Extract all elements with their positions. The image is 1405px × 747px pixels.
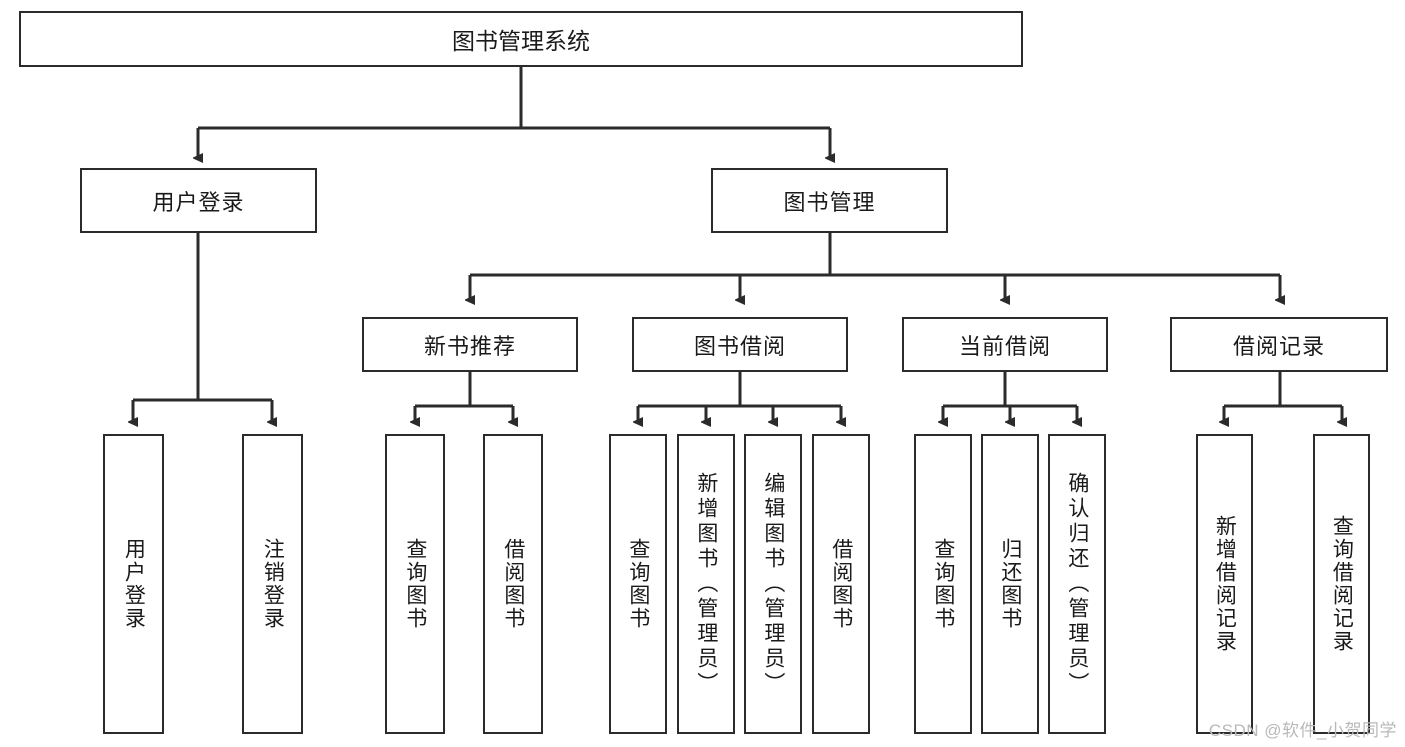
leaf-label: 借阅图书 bbox=[501, 538, 525, 630]
leaf-label: 查询图书 bbox=[626, 538, 650, 630]
leaf-user-login-signout[interactable]: 注销登录 bbox=[242, 434, 303, 734]
node-borrow-record[interactable]: 借阅记录 bbox=[1170, 317, 1388, 372]
leaf-label: 用户登录 bbox=[122, 538, 146, 630]
leaf-book-borrow-query[interactable]: 查询图书 bbox=[609, 434, 667, 734]
node-book-borrow[interactable]: 图书借阅 bbox=[632, 317, 848, 372]
leaf-label: 编辑图书（管理员） bbox=[761, 471, 785, 697]
leaf-label: 新增借阅记录 bbox=[1213, 515, 1237, 653]
leaf-label: 查询图书 bbox=[931, 538, 955, 630]
watermark: CSDN @软件_小贺同学 bbox=[1208, 721, 1397, 740]
leaf-label: 查询借阅记录 bbox=[1330, 515, 1354, 653]
leaf-label: 借阅图书 bbox=[829, 538, 853, 630]
leaf-borrow-record-add[interactable]: 新增借阅记录 bbox=[1196, 434, 1253, 734]
node-new-book-recommend[interactable]: 新书推荐 bbox=[362, 317, 578, 372]
node-current-borrow-label: 当前借阅 bbox=[958, 333, 1051, 359]
leaf-label: 查询图书 bbox=[403, 538, 427, 630]
leaf-new-book-query[interactable]: 查询图书 bbox=[385, 434, 445, 734]
node-current-borrow[interactable]: 当前借阅 bbox=[902, 317, 1108, 372]
node-book-management-label: 图书管理 bbox=[783, 189, 876, 215]
leaf-label: 确认归还（管理员） bbox=[1065, 471, 1089, 697]
leaf-current-borrow-query[interactable]: 查询图书 bbox=[914, 434, 972, 734]
node-user-login[interactable]: 用户登录 bbox=[80, 168, 317, 233]
leaf-label: 新增图书（管理员） bbox=[694, 471, 718, 697]
node-book-management[interactable]: 图书管理 bbox=[711, 168, 948, 233]
leaf-user-login-signin[interactable]: 用户登录 bbox=[103, 434, 164, 734]
leaf-book-borrow-edit[interactable]: 编辑图书（管理员） bbox=[744, 434, 802, 734]
leaf-book-borrow-lend[interactable]: 借阅图书 bbox=[812, 434, 870, 734]
leaf-borrow-record-query[interactable]: 查询借阅记录 bbox=[1313, 434, 1370, 734]
node-user-login-label: 用户登录 bbox=[152, 189, 245, 215]
node-root-label: 图书管理系统 bbox=[452, 28, 590, 54]
node-new-book-recommend-label: 新书推荐 bbox=[423, 333, 516, 359]
leaf-new-book-borrow[interactable]: 借阅图书 bbox=[483, 434, 543, 734]
leaf-label: 注销登录 bbox=[261, 538, 285, 630]
leaf-label: 归还图书 bbox=[998, 538, 1022, 630]
node-borrow-record-label: 借阅记录 bbox=[1232, 333, 1325, 359]
node-book-borrow-label: 图书借阅 bbox=[693, 333, 786, 359]
leaf-current-borrow-return[interactable]: 归还图书 bbox=[981, 434, 1039, 734]
leaf-book-borrow-add[interactable]: 新增图书（管理员） bbox=[677, 434, 735, 734]
node-root[interactable]: 图书管理系统 bbox=[19, 11, 1023, 67]
leaf-current-borrow-confirm[interactable]: 确认归还（管理员） bbox=[1048, 434, 1106, 734]
